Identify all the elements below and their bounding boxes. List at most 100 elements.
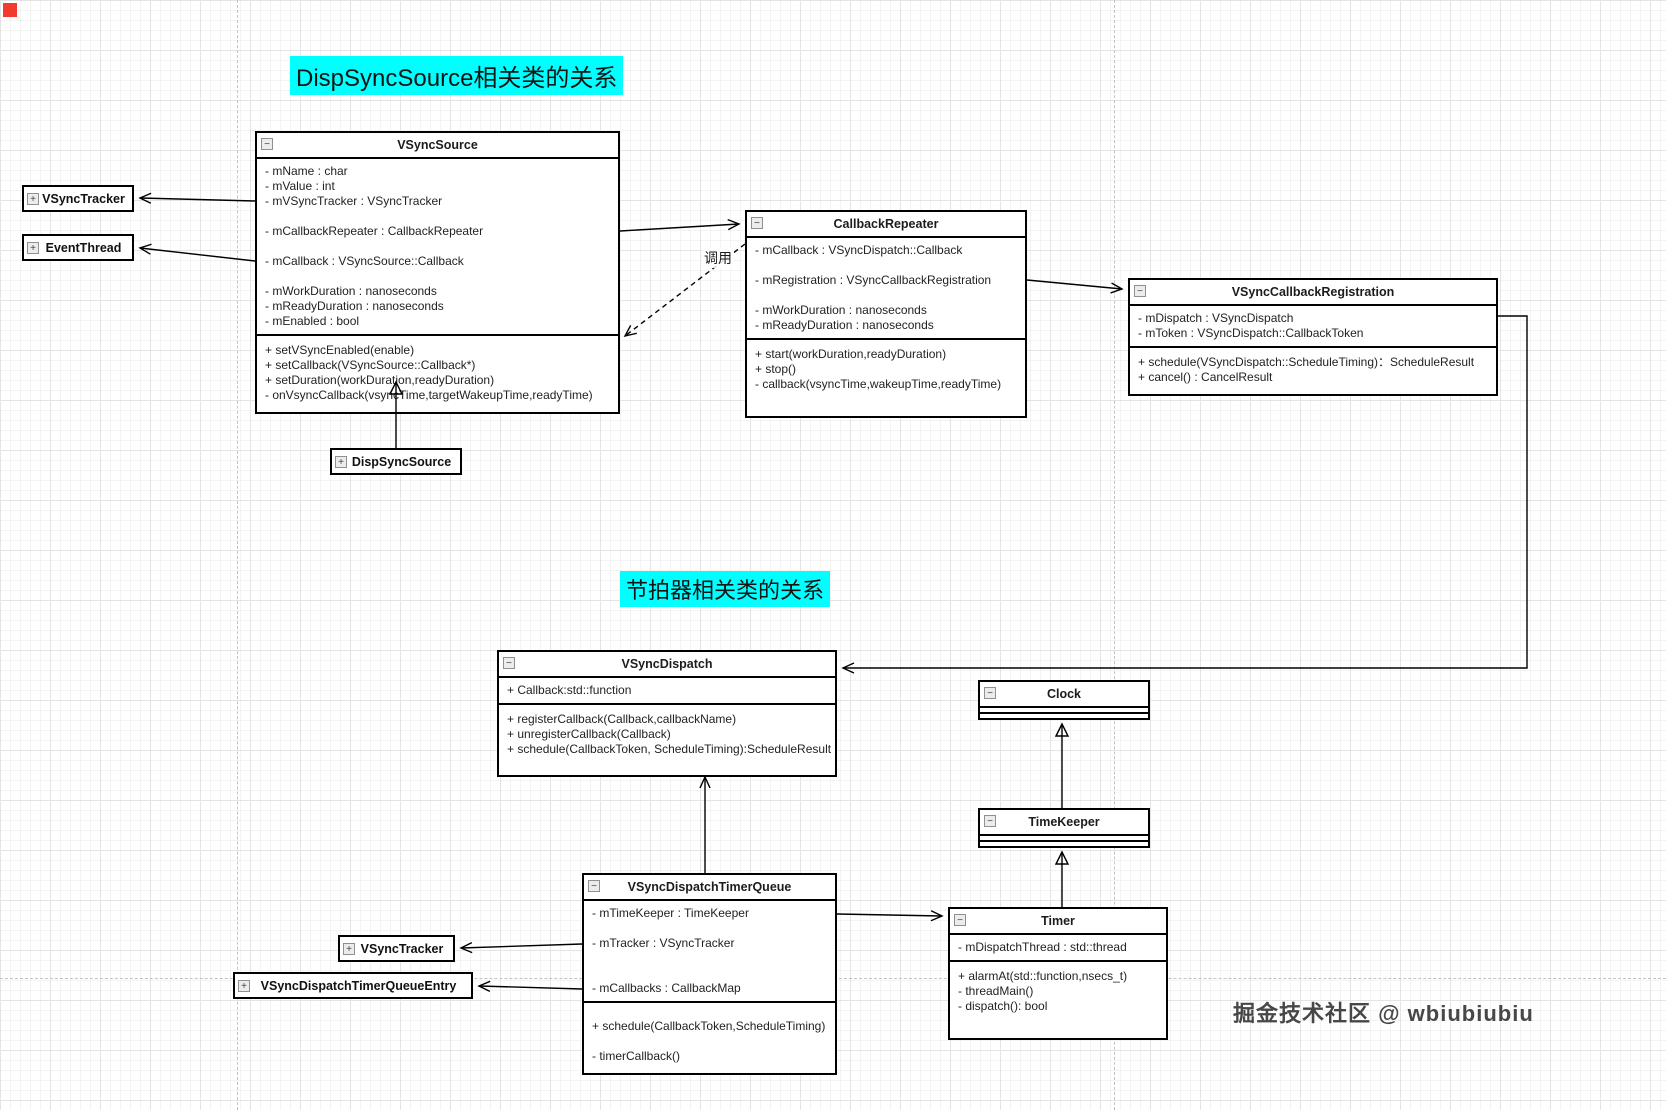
class-vsynctracker-ref-bottom[interactable]: + VSyncTracker [338, 935, 455, 962]
class-name: VSyncDispatch [621, 657, 713, 671]
collapse-icon[interactable]: − [984, 815, 996, 827]
class-name: Clock [1046, 687, 1082, 701]
class-name: EventThread [45, 240, 122, 255]
member-line: - timerCallback() [592, 1049, 681, 1063]
class-eventthread-ref[interactable]: + EventThread [22, 234, 134, 261]
member-line: + setVSyncEnabled(enable) [265, 343, 415, 357]
methods-section: + setVSyncEnabled(enable)+ setCallback(V… [257, 334, 618, 412]
member-line [257, 209, 618, 224]
class-name: Timer [1041, 914, 1075, 928]
expand-icon[interactable]: + [27, 241, 39, 254]
section-title-metronome[interactable]: 节拍器相关类的关系 [620, 571, 831, 607]
member-line: - mVSyncTracker : VSyncTracker [265, 194, 443, 208]
collapse-icon[interactable]: − [954, 914, 966, 926]
collapse-icon[interactable]: − [503, 657, 515, 669]
member-line: - mCallback : VSyncSource::Callback [265, 254, 464, 268]
class-vsyncdispatch[interactable]: − VSyncDispatch + Callback:std::function… [497, 650, 837, 777]
member-line [747, 288, 1025, 303]
member-line: + registerCallback(Callback,callbackName… [507, 712, 737, 726]
class-vsyncdispatchtimerqueue[interactable]: − VSyncDispatchTimerQueue - mTimeKeeper … [582, 873, 837, 1075]
edge-timerqueue-to-timerqueueentry[interactable] [477, 980, 583, 992]
collapse-icon[interactable]: − [1134, 285, 1146, 297]
collapse-icon[interactable]: − [588, 880, 600, 892]
class-name: VSyncDispatchTimerQueue [627, 880, 792, 894]
red-corner-marker [3, 3, 17, 17]
member-line: - mDispatchThread : std::thread [958, 940, 1127, 954]
edge-vsyncsource-to-callbackrepeater[interactable] [619, 219, 741, 232]
member-line: + Callback:std::function [507, 683, 632, 697]
empty-attributes [980, 708, 1148, 714]
member-line: - mReadyDuration : nanoseconds [755, 318, 934, 332]
member-line: + schedule(VSyncDispatch::ScheduleTiming… [1138, 355, 1475, 369]
collapse-icon[interactable]: − [984, 687, 996, 699]
member-line [584, 921, 835, 936]
methods-section: + schedule(CallbackToken,ScheduleTiming)… [584, 1001, 835, 1073]
class-vsyncdispatchtimerqueueentry-ref[interactable]: + VSyncDispatchTimerQueueEntry [233, 972, 473, 999]
member-line [584, 966, 835, 981]
class-vsynctracker-ref-top[interactable]: + VSyncTracker [22, 185, 134, 212]
member-line: - mValue : int [265, 179, 335, 193]
class-name: VSyncCallbackRegistration [1231, 285, 1395, 299]
class-timer[interactable]: − Timer - mDispatchThread : std::thread … [948, 907, 1168, 1040]
edge-timerqueue-to-timer[interactable] [836, 910, 944, 922]
collapse-icon[interactable]: − [261, 138, 273, 150]
expand-icon[interactable]: + [27, 192, 39, 205]
member-line: - mTracker : VSyncTracker [592, 936, 735, 950]
collapse-icon[interactable]: − [751, 217, 763, 229]
member-line: - threadMain() [958, 984, 1034, 998]
section-title-dispsyncsource[interactable]: DispSyncSource相关类的关系 [290, 56, 624, 95]
member-line: - mEnabled : bool [265, 314, 360, 328]
member-line: - callback(vsyncTime,wakeupTime,readyTim… [755, 377, 1002, 391]
class-name: CallbackRepeater [833, 217, 939, 231]
attributes-section: - mTimeKeeper : TimeKeeper - mTracker : … [584, 901, 835, 1001]
watermark: 掘金技术社区 @ wbiubiubiu [1233, 1001, 1534, 1026]
member-line: - mDispatch : VSyncDispatch [1138, 311, 1294, 325]
edge-timerqueue-to-vsynctracker[interactable] [459, 942, 583, 954]
class-vsynccallbackregistration[interactable]: − VSyncCallbackRegistration - mDispatch … [1128, 278, 1498, 396]
class-callbackrepeater[interactable]: − CallbackRepeater - mCallback : VSyncDi… [745, 210, 1027, 418]
expand-icon[interactable]: + [335, 455, 347, 468]
class-name: VSyncSource [397, 138, 478, 152]
edge-callbackrepeater-to-registration[interactable] [1026, 279, 1124, 294]
class-name: VSyncDispatchTimerQueueEntry [260, 978, 457, 993]
member-line: - mCallbacks : CallbackMap [592, 981, 741, 995]
class-title-bar: − Clock [980, 682, 1148, 708]
empty-attributes [980, 836, 1148, 842]
member-line [257, 269, 618, 284]
methods-section: + registerCallback(Callback,callbackName… [499, 703, 835, 775]
member-line: + schedule(CallbackToken,ScheduleTiming) [592, 1019, 826, 1033]
member-line: - mCallback : VSyncDispatch::Callback [755, 243, 963, 257]
member-line [747, 258, 1025, 273]
member-line: + schedule(CallbackToken, ScheduleTiming… [507, 742, 832, 756]
edge-label-call[interactable]: 调用 [702, 248, 734, 268]
class-title-bar: − VSyncDispatchTimerQueue [584, 875, 835, 901]
member-line: - mCallbackRepeater : CallbackRepeater [265, 224, 484, 238]
attributes-section: - mCallback : VSyncDispatch::Callback - … [747, 238, 1025, 338]
class-vsyncsource[interactable]: − VSyncSource - mName : char- mValue : i… [255, 131, 620, 414]
class-title-bar: − Timer [950, 909, 1166, 935]
expand-icon[interactable]: + [343, 942, 355, 955]
member-line [584, 1034, 835, 1049]
attributes-section: - mName : char- mValue : int- mVSyncTrac… [257, 159, 618, 334]
member-line: - mTimeKeeper : TimeKeeper [592, 906, 749, 920]
member-line: - mWorkDuration : nanoseconds [755, 303, 927, 317]
expand-icon[interactable]: + [238, 979, 250, 992]
empty-methods [980, 842, 1148, 846]
empty-methods [980, 714, 1148, 718]
member-line [747, 392, 1025, 407]
member-line: + start(workDuration,readyDuration) [755, 347, 947, 361]
class-timekeeper[interactable]: − TimeKeeper [978, 808, 1150, 848]
class-dispsyncsource-ref[interactable]: + DispSyncSource [330, 448, 462, 475]
member-line: + setCallback(VSyncSource::Callback*) [265, 358, 476, 372]
class-title-bar: − TimeKeeper [980, 810, 1148, 836]
class-name: DispSyncSource [351, 454, 452, 469]
member-line: - mWorkDuration : nanoseconds [265, 284, 437, 298]
class-title-bar: − CallbackRepeater [747, 212, 1025, 238]
methods-section: + alarmAt(std::function,nsecs_t)- thread… [950, 960, 1166, 1038]
methods-section: + start(workDuration,readyDuration)+ sto… [747, 338, 1025, 416]
class-clock[interactable]: − Clock [978, 680, 1150, 720]
class-title-bar: − VSyncCallbackRegistration [1130, 280, 1496, 306]
member-line: - onVsyncCallback(vsyncTime,targetWakeup… [265, 388, 593, 402]
member-line: + unregisterCallback(Callback) [507, 727, 671, 741]
member-line: - mToken : VSyncDispatch::CallbackToken [1138, 326, 1364, 340]
